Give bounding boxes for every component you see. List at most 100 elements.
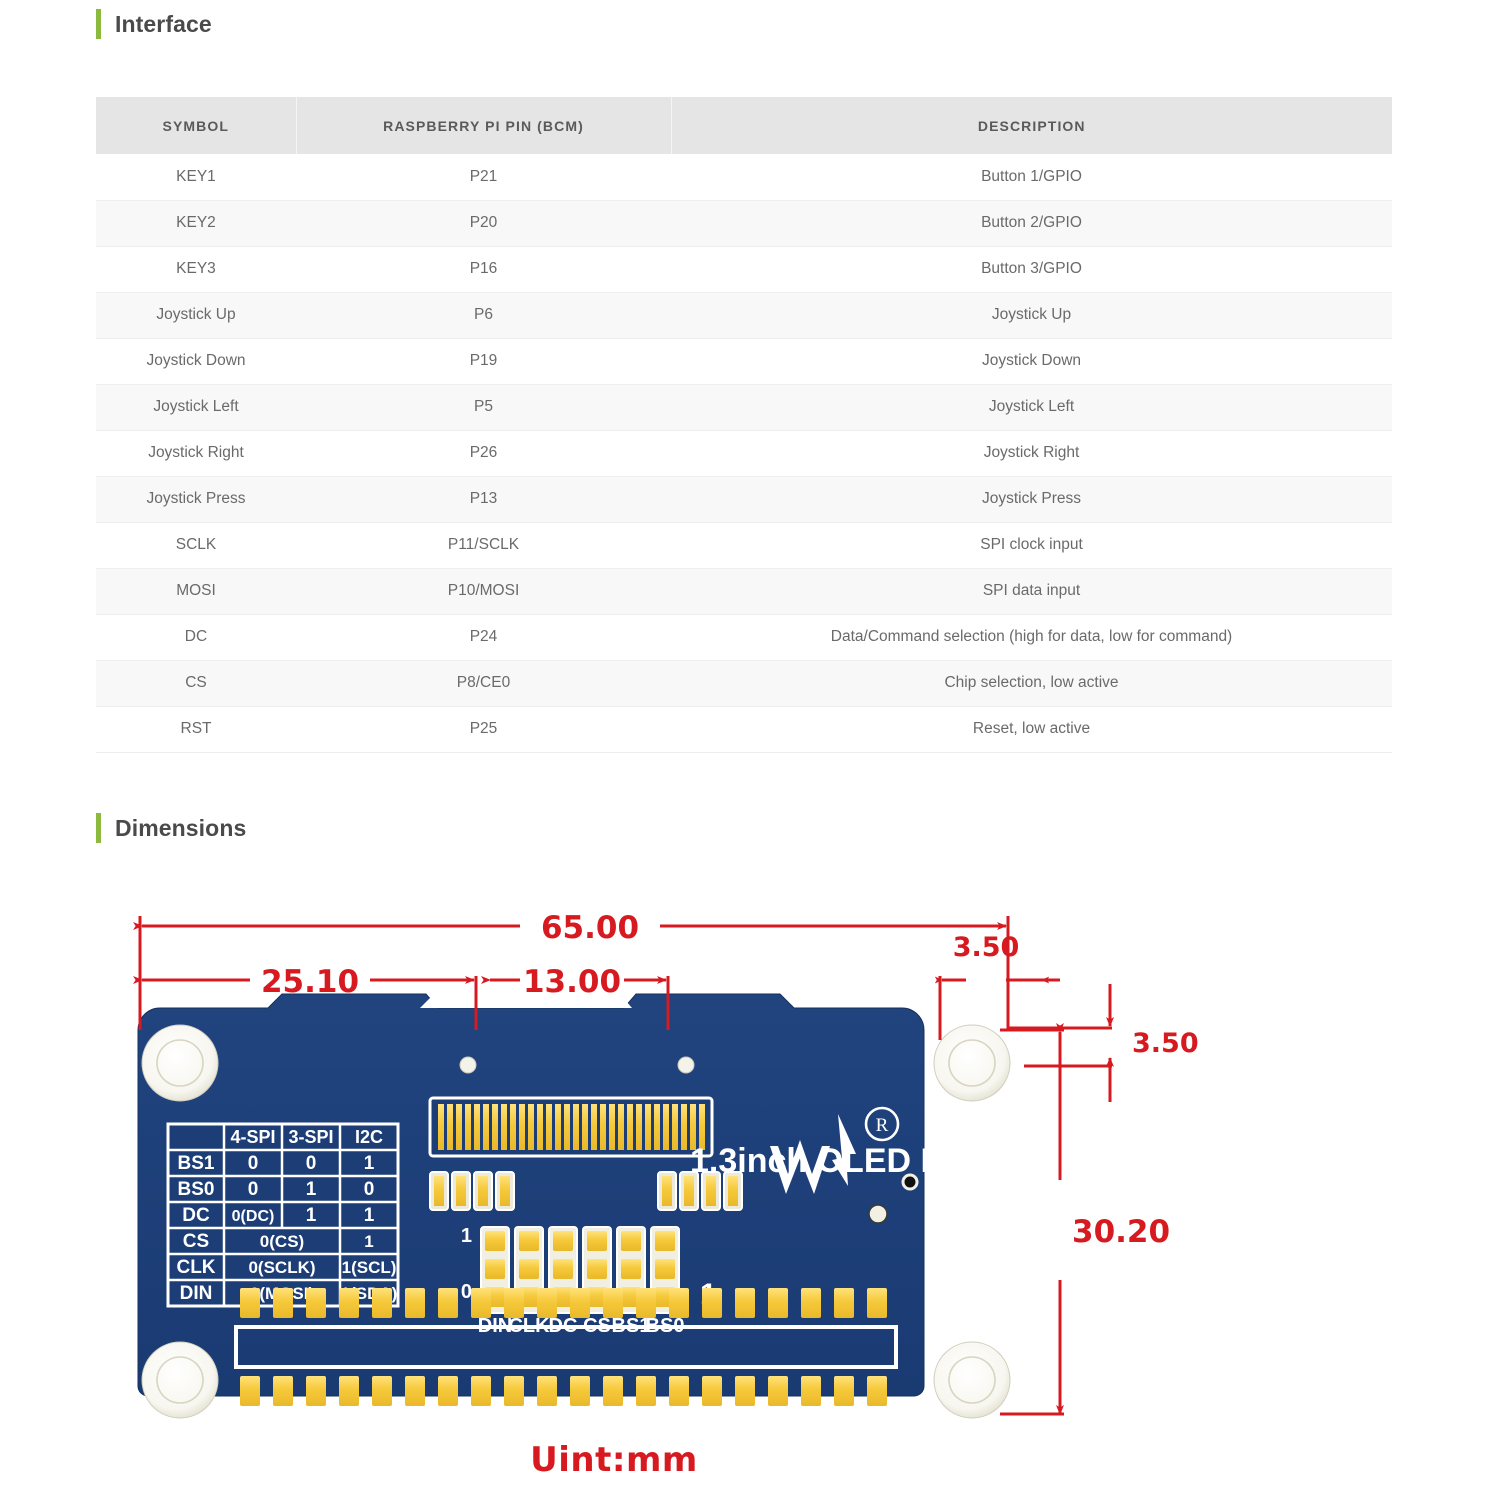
gpio-pad	[504, 1288, 524, 1318]
cell-description: Joystick Up	[671, 292, 1392, 339]
gpio-pad	[405, 1288, 425, 1318]
silk-cell: 3-SPI	[288, 1127, 333, 1147]
gpio-pad	[339, 1288, 359, 1318]
silk-cell: I2C	[355, 1127, 383, 1147]
jumper-pad	[655, 1231, 675, 1251]
gpio-pad	[768, 1376, 788, 1406]
silk-cell: 1	[306, 1179, 317, 1200]
silk-cell: 1	[306, 1205, 317, 1226]
cell-pin: P20	[296, 200, 671, 247]
smd-pad	[706, 1176, 716, 1206]
gpio-pad	[240, 1376, 260, 1406]
fpc-pad	[591, 1104, 597, 1150]
gpio-pad	[735, 1288, 755, 1318]
dimensions-title: Dimensions	[115, 814, 247, 841]
gpio-pad	[471, 1288, 491, 1318]
pcb-dimension-svg: DINCLKDCCSBS1BS0101 4-SPI3-SPII2CBS1001B…	[133, 910, 1199, 1419]
silk-cell: 1	[364, 1205, 375, 1226]
column-header-pin: RASPBERRY PI PIN (BCM)	[296, 97, 672, 154]
dimension-label-notch-width: 13.00	[523, 964, 621, 1000]
cell-symbol: Joystick Right	[96, 430, 296, 477]
gpio-pad	[867, 1288, 887, 1318]
gpio-pad	[306, 1376, 326, 1406]
fpc-pad	[627, 1104, 633, 1150]
cell-pin: P13	[296, 476, 671, 523]
cell-symbol: MOSI	[96, 568, 296, 615]
silk-cell: 0	[248, 1179, 259, 1200]
jumper-pad	[553, 1259, 573, 1279]
interface-table-wrapper: SYMBOL RASPBERRY PI PIN (BCM) DESCRIPTIO…	[96, 97, 1392, 753]
silk-cell: CS	[183, 1231, 209, 1252]
fpc-pad	[528, 1104, 534, 1150]
silk-cell: 0(DC)	[232, 1208, 275, 1225]
silk-cell: BS0	[178, 1179, 215, 1200]
fpc-pad	[456, 1104, 462, 1150]
jumper-pad	[587, 1287, 607, 1307]
fpc-pad	[555, 1104, 561, 1150]
silk-cell: 1(SCL)	[342, 1258, 397, 1277]
gpio-pad	[372, 1376, 392, 1406]
cell-symbol: SCLK	[96, 522, 296, 569]
gpio-pad	[240, 1288, 260, 1318]
silk-cell: 1	[364, 1232, 373, 1251]
gpio-pad	[801, 1376, 821, 1406]
cell-description: Joystick Left	[671, 384, 1392, 431]
jumper-pad	[553, 1231, 573, 1251]
smd-pad	[478, 1176, 488, 1206]
table-head: SYMBOL RASPBERRY PI PIN (BCM) DESCRIPTIO…	[96, 97, 1392, 154]
silk-cell: 1	[364, 1153, 375, 1174]
jumper-pad	[621, 1259, 641, 1279]
gpio-pad	[372, 1288, 392, 1318]
gpio-pad	[834, 1288, 854, 1318]
gpio-pad	[636, 1288, 656, 1318]
smd-pad	[684, 1176, 694, 1206]
gpio-pad	[537, 1288, 557, 1318]
cell-symbol: CS	[96, 660, 296, 707]
jumper-pad	[519, 1259, 539, 1279]
jumper-pad	[621, 1231, 641, 1251]
fpc-pad	[537, 1104, 543, 1150]
fpc-pad	[510, 1104, 516, 1150]
gpio-pad	[702, 1376, 722, 1406]
cell-description: Reset, low active	[671, 706, 1392, 753]
gpio-pad	[603, 1376, 623, 1406]
smd-components	[429, 1171, 743, 1211]
fpc-pad	[465, 1104, 471, 1150]
silk-cell: 4-SPI	[230, 1127, 275, 1147]
fpc-pad	[492, 1104, 498, 1150]
silk-cell: 0(SCLK)	[248, 1258, 315, 1277]
svg-text:R: R	[876, 1115, 889, 1136]
fpc-pad	[600, 1104, 606, 1150]
gpio-pad	[702, 1288, 722, 1318]
cell-description: SPI clock input	[671, 522, 1392, 569]
gpio-pad	[504, 1376, 524, 1406]
accent-bar-icon	[96, 813, 101, 843]
fpc-pad	[519, 1104, 525, 1150]
jumper-pad-matrix: DINCLKDCCSBS1BS0101	[461, 1225, 717, 1337]
cell-symbol: Joystick Press	[96, 476, 296, 523]
jumper-row-marker: 1	[461, 1225, 472, 1247]
silk-cell: CLK	[176, 1257, 215, 1278]
gpio-pad	[570, 1376, 590, 1406]
smd-pad	[728, 1176, 738, 1206]
cell-symbol: Joystick Down	[96, 338, 296, 385]
fpc-pad	[681, 1104, 687, 1150]
silk-cell: BS1	[178, 1153, 215, 1174]
cell-pin: P10/MOSI	[296, 568, 671, 615]
gpio-pad	[273, 1288, 293, 1318]
cell-symbol: DC	[96, 614, 296, 661]
silk-cell: 0	[248, 1153, 259, 1174]
cell-description: SPI data input	[671, 568, 1392, 615]
page-title: Interface	[115, 10, 212, 37]
gpio-pad	[669, 1376, 689, 1406]
dimension-label-hole-x-offset: 3.50	[953, 932, 1020, 963]
cell-description: Joystick Down	[671, 338, 1392, 385]
fpc-pad	[546, 1104, 552, 1150]
fpc-pad	[618, 1104, 624, 1150]
